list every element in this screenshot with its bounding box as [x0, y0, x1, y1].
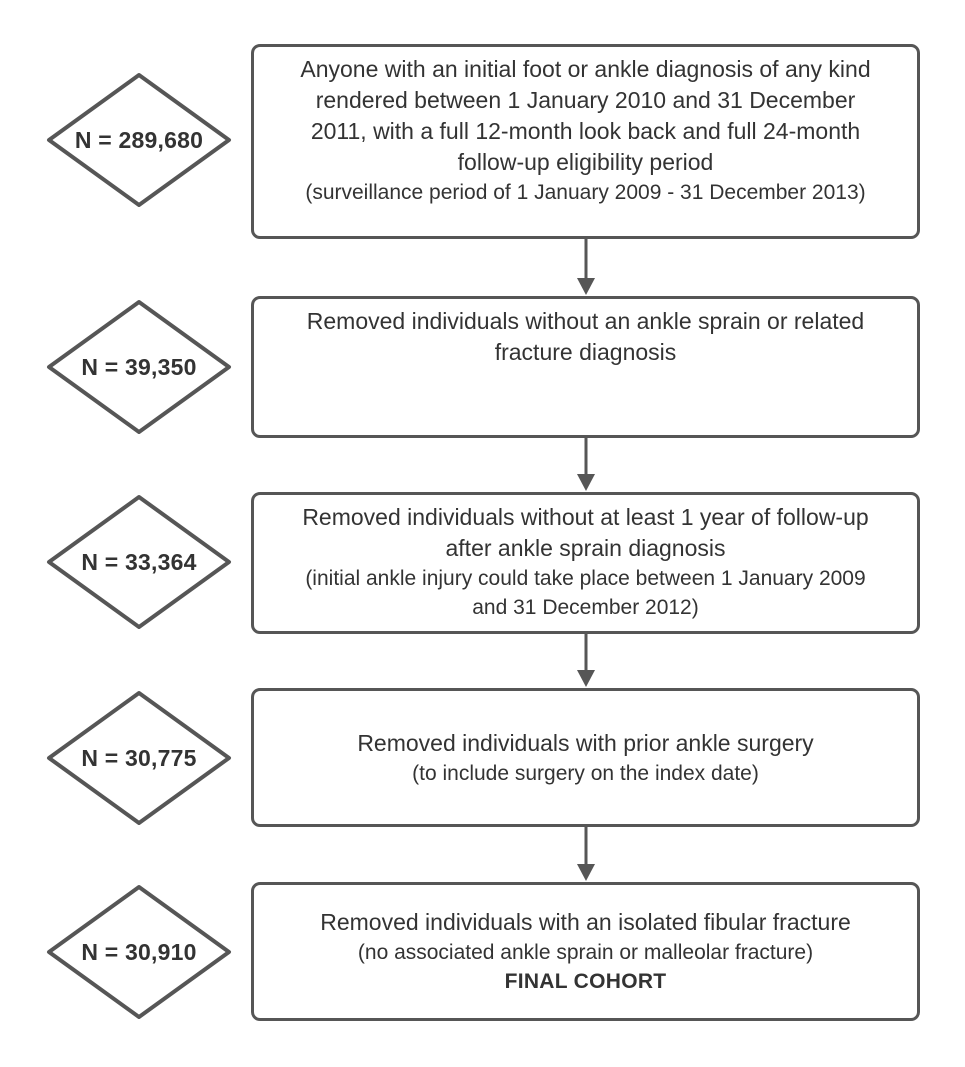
flow-connector-3 — [575, 827, 597, 882]
cohort-count-diamond: N = 30,910 — [44, 882, 234, 1022]
down-arrow-icon — [577, 827, 595, 881]
diamond-shape-icon — [47, 885, 231, 1019]
cohort-count-label: N = 289,680 — [74, 126, 204, 153]
cohort-step-text-line: and 31 December 2012) — [472, 596, 699, 619]
diamond-shape-icon — [47, 691, 231, 825]
cohort-step-text-line: Anyone with an initial foot or ankle dia… — [300, 56, 871, 82]
cohort-step-box: Removed individuals without at least 1 y… — [251, 492, 920, 634]
cohort-step-text-line: Removed individuals with prior ankle sur… — [357, 729, 814, 756]
cohort-step-box: Anyone with an initial foot or ankle dia… — [251, 44, 920, 239]
cohort-count-diamond: N = 33,364 — [44, 492, 234, 632]
down-arrow-icon — [577, 634, 595, 687]
cohort-step-text-line: Removed individuals without an ankle spr… — [306, 308, 865, 334]
cohort-step-text-line: follow-up eligibility period — [457, 149, 714, 175]
cohort-count-label: N = 30,910 — [81, 938, 197, 965]
cohort-step-text-line: rendered between 1 January 2010 and 31 D… — [315, 87, 856, 113]
diamond-shape-icon — [47, 495, 231, 629]
down-arrow-icon — [577, 239, 595, 295]
flow-connector-2 — [575, 634, 597, 688]
cohort-step-box: Removed individuals with prior ankle sur… — [251, 688, 920, 827]
flow-connector-0 — [575, 239, 597, 296]
cohort-step-text-line: Removed individuals with an isolated fib… — [320, 909, 851, 935]
cohort-step-text-line: FINAL COHORT — [504, 970, 667, 993]
diamond-shape-icon — [47, 300, 231, 434]
cohort-step-text-line: (no associated ankle sprain or malleolar… — [357, 941, 814, 964]
cohort-count-label: N = 33,364 — [81, 548, 197, 575]
flow-connector-1 — [575, 438, 597, 492]
cohort-step-text-line: Removed individuals without at least 1 y… — [302, 504, 869, 530]
cohort-count-diamond: N = 289,680 — [44, 70, 234, 210]
down-arrow-icon — [577, 438, 595, 491]
cohort-count-label: N = 30,775 — [81, 744, 197, 771]
cohort-step-text-line: (surveillance period of 1 January 2009 -… — [305, 181, 866, 204]
cohort-step-box: Removed individuals with an isolated fib… — [251, 882, 920, 1021]
cohort-step-text-line: (to include surgery on the index date) — [412, 761, 759, 785]
diamond-shape-icon — [47, 73, 231, 207]
cohort-step-box: Removed individuals without an ankle spr… — [251, 296, 920, 438]
cohort-step-text-line: fracture diagnosis — [494, 339, 677, 365]
cohort-step-text-line: 2011, with a full 12-month look back and… — [310, 118, 861, 144]
cohort-count-label: N = 39,350 — [81, 353, 197, 380]
cohort-count-diamond: N = 39,350 — [44, 297, 234, 437]
cohort-step-text-line: (initial ankle injury could take place b… — [305, 567, 866, 590]
cohort-step-text-line: after ankle sprain diagnosis — [445, 535, 726, 561]
cohort-count-diamond: N = 30,775 — [44, 688, 234, 828]
